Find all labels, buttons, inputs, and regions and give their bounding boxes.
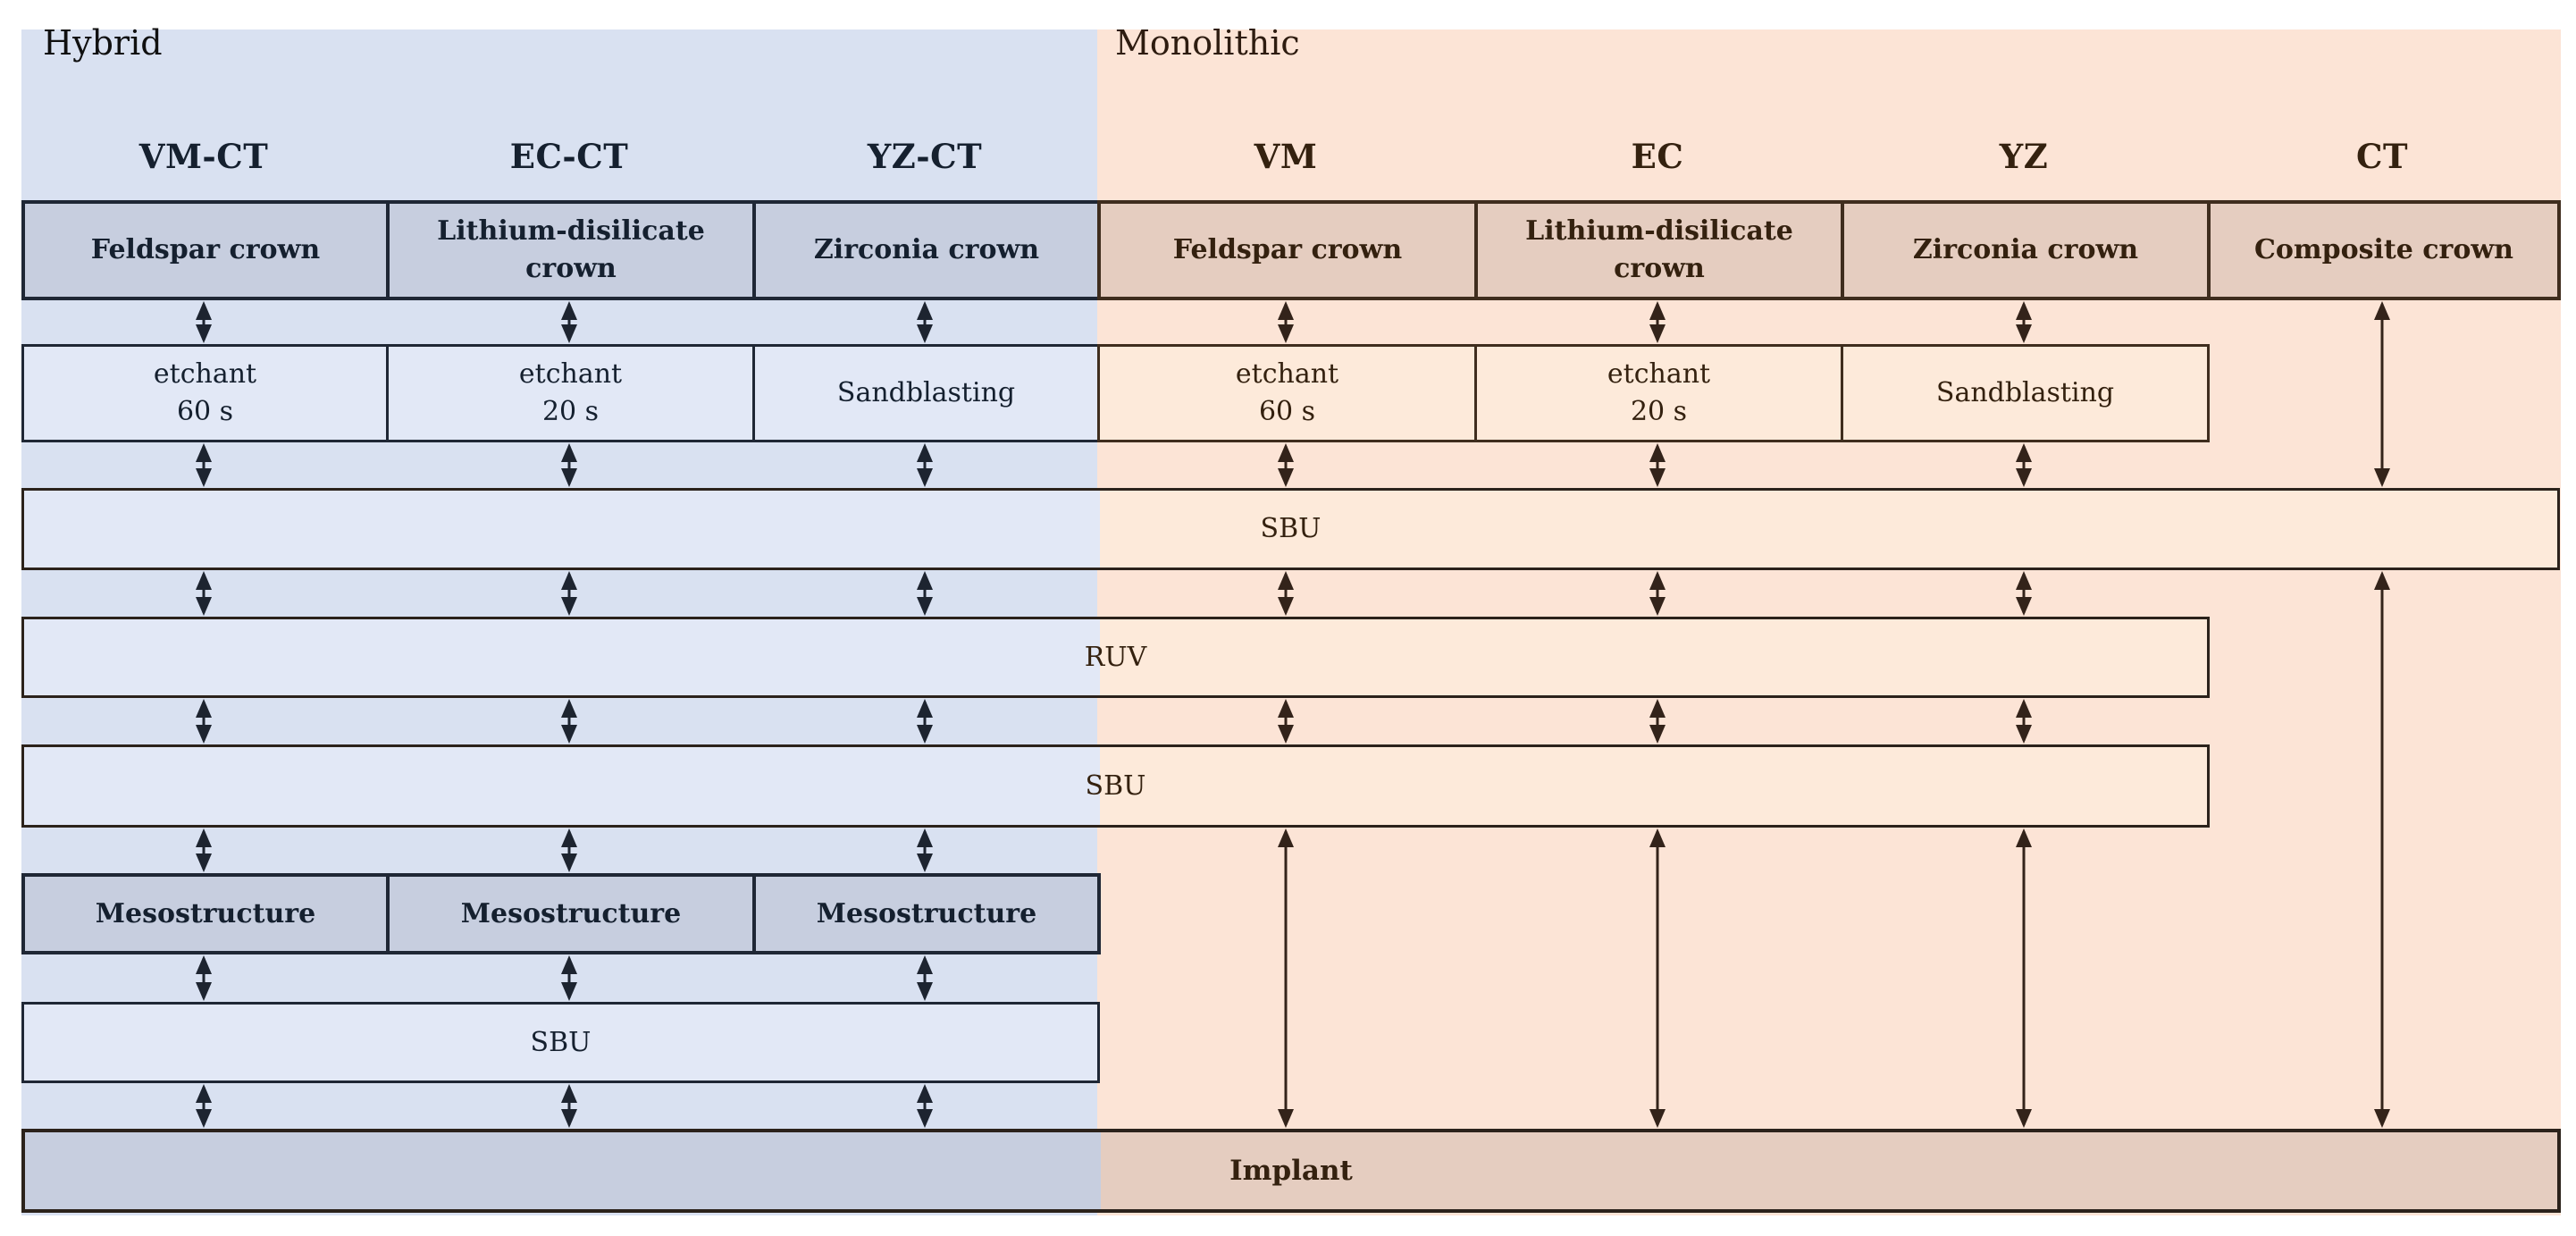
implant-label: Implant xyxy=(1229,1155,1353,1187)
surface-treatment-label-ec-ct-line-2: 20 s xyxy=(541,396,600,427)
arrow-vm-ct-sbu-2-to-mesostructure xyxy=(192,828,215,873)
crown-box-vm: Feldspar crown xyxy=(1097,200,1478,300)
arrow-yz-surface-to-sbu-1 xyxy=(2012,442,2035,488)
mesostructure-box-yz-ct: Mesostructure xyxy=(752,873,1101,954)
column-header-vm-ct: VM-CT xyxy=(138,137,269,176)
arrow-vm-ct-mesostructure-to-sbu-hybrid xyxy=(192,954,215,1002)
crown-label-vm-ct: Feldspar crown xyxy=(90,234,321,265)
band-box-sbu-1: SBU xyxy=(21,488,2560,570)
arrow-ec-crown-to-surface xyxy=(1646,300,1669,344)
arrow-ec-ruv-to-sbu-2 xyxy=(1646,698,1669,744)
arrow-ec-ct-mesostructure-to-sbu-hybrid xyxy=(558,954,581,1002)
arrow-yz-crown-to-surface xyxy=(2012,300,2035,344)
implant-box: Implant xyxy=(21,1129,2561,1213)
column-header-vm: VM xyxy=(1254,137,1318,176)
crown-box-ec: Lithium-disilicate crown xyxy=(1474,200,1844,300)
mesostructure-label-ec-ct: Mesostructure xyxy=(460,897,682,929)
column-header-yz: YZ xyxy=(1999,137,2049,176)
arrow-ec-ct-sbu-hybrid-to-implant xyxy=(558,1083,581,1129)
arrow-yz-sbu-1-to-ruv xyxy=(2012,570,2035,617)
surface-treatment-label-yz-ct: Sandblasting xyxy=(836,377,1016,408)
arrow-vm-crown-to-surface xyxy=(1274,300,1297,344)
arrow-ec-sbu-1-to-ruv xyxy=(1646,570,1669,617)
crown-label-yz: Zirconia crown xyxy=(1912,234,2139,265)
arrow-vm-ruv-to-sbu-2 xyxy=(1274,698,1297,744)
arrow-vm-sbu-1-to-ruv xyxy=(1274,570,1297,617)
crown-box-vm-ct: Feldspar crown xyxy=(21,200,390,300)
surface-treatment-label-ec-line-1: etchant xyxy=(1607,358,1711,390)
arrow-ct-sbu-1-to-implant xyxy=(2370,570,2394,1129)
surface-treatment-label-yz: Sandblasting xyxy=(1935,377,2115,408)
mesostructure-box-vm-ct: Mesostructure xyxy=(21,873,390,954)
hybrid-region-label: Hybrid xyxy=(43,23,163,63)
mesostructure-label-vm-ct: Mesostructure xyxy=(95,897,316,929)
arrow-vm-sbu-2-to-implant xyxy=(1274,828,1297,1129)
crown-box-yz: Zirconia crown xyxy=(1841,200,2211,300)
mesostructure-box-ec-ct: Mesostructure xyxy=(386,873,756,954)
arrow-yz-ct-crown-to-surface xyxy=(913,300,936,344)
arrow-ec-sbu-2-to-implant xyxy=(1646,828,1669,1129)
band-box-sbu-2: SBU xyxy=(21,744,2210,828)
band-label-sbu-1: SBU xyxy=(1260,513,1322,544)
band-box-sbu-hybrid: SBU xyxy=(21,1002,1100,1083)
crown-box-ec-ct: Lithium-disilicate crown xyxy=(386,200,756,300)
crown-label-yz-ct: Zirconia crown xyxy=(813,234,1040,265)
crown-label-ct: Composite crown xyxy=(2253,234,2513,265)
column-header-ct: CT xyxy=(2356,137,2408,176)
arrow-yz-ct-mesostructure-to-sbu-hybrid xyxy=(913,954,936,1002)
arrow-ec-ct-sbu-1-to-ruv xyxy=(558,570,581,617)
arrow-yz-sbu-2-to-implant xyxy=(2012,828,2035,1129)
surface-treatment-box-ec-ct: etchant 20 s xyxy=(386,344,755,442)
band-label-ruv: RUV xyxy=(1084,641,1147,673)
arrow-ct-crown-to-sbu-1 xyxy=(2370,300,2394,488)
arrow-vm-ct-sbu-1-to-ruv xyxy=(192,570,215,617)
arrow-ec-ct-ruv-to-sbu-2 xyxy=(558,698,581,744)
arrow-yz-ct-sbu-hybrid-to-implant xyxy=(913,1083,936,1129)
surface-treatment-label-vm-ct-line-1: etchant xyxy=(153,358,257,390)
arrow-vm-ct-crown-to-surface xyxy=(192,300,215,344)
crown-label-ec-ct: Lithium-disilicate crown xyxy=(437,215,705,284)
arrow-vm-ct-surface-to-sbu-1 xyxy=(192,442,215,488)
surface-treatment-label-vm-ct-line-2: 60 s xyxy=(176,396,234,427)
surface-treatment-box-yz-ct: Sandblasting xyxy=(752,344,1100,442)
column-header-yz-ct: YZ-CT xyxy=(867,137,983,176)
arrow-ec-surface-to-sbu-1 xyxy=(1646,442,1669,488)
arrow-vm-ct-ruv-to-sbu-2 xyxy=(192,698,215,744)
arrow-yz-ct-surface-to-sbu-1 xyxy=(913,442,936,488)
band-box-ruv: RUV xyxy=(21,617,2210,698)
arrow-ec-ct-crown-to-surface xyxy=(558,300,581,344)
mesostructure-label-yz-ct: Mesostructure xyxy=(816,897,1037,929)
monolithic-region-label: Monolithic xyxy=(1115,23,1300,63)
surface-treatment-box-vm-ct: etchant 60 s xyxy=(21,344,389,442)
column-header-ec: EC xyxy=(1631,137,1684,176)
surface-treatment-box-vm: etchant 60 s xyxy=(1097,344,1477,442)
band-label-sbu-hybrid: SBU xyxy=(530,1026,592,1058)
surface-treatment-box-ec: etchant 20 s xyxy=(1474,344,1843,442)
crown-label-vm: Feldspar crown xyxy=(1172,234,1403,265)
arrow-yz-ct-sbu-2-to-mesostructure xyxy=(913,828,936,873)
band-label-sbu-2: SBU xyxy=(1085,769,1146,802)
arrow-yz-ct-sbu-1-to-ruv xyxy=(913,570,936,617)
surface-treatment-label-vm-line-1: etchant xyxy=(1235,358,1339,390)
arrow-vm-ct-sbu-hybrid-to-implant xyxy=(192,1083,215,1129)
crown-label-ec: Lithium-disilicate crown xyxy=(1525,215,1793,284)
arrow-ec-ct-surface-to-sbu-1 xyxy=(558,442,581,488)
surface-treatment-box-yz: Sandblasting xyxy=(1841,344,2210,442)
surface-treatment-label-ec-line-2: 20 s xyxy=(1630,396,1688,427)
crown-box-yz-ct: Zirconia crown xyxy=(752,200,1101,300)
arrow-vm-surface-to-sbu-1 xyxy=(1274,442,1297,488)
surface-treatment-label-vm-line-2: 60 s xyxy=(1258,396,1316,427)
arrow-yz-ruv-to-sbu-2 xyxy=(2012,698,2035,744)
arrow-ec-ct-sbu-2-to-mesostructure xyxy=(558,828,581,873)
column-header-ec-ct: EC-CT xyxy=(509,137,629,176)
arrow-yz-ct-ruv-to-sbu-2 xyxy=(913,698,936,744)
crown-box-ct: Composite crown xyxy=(2207,200,2561,300)
surface-treatment-label-ec-ct-line-1: etchant xyxy=(518,358,623,390)
